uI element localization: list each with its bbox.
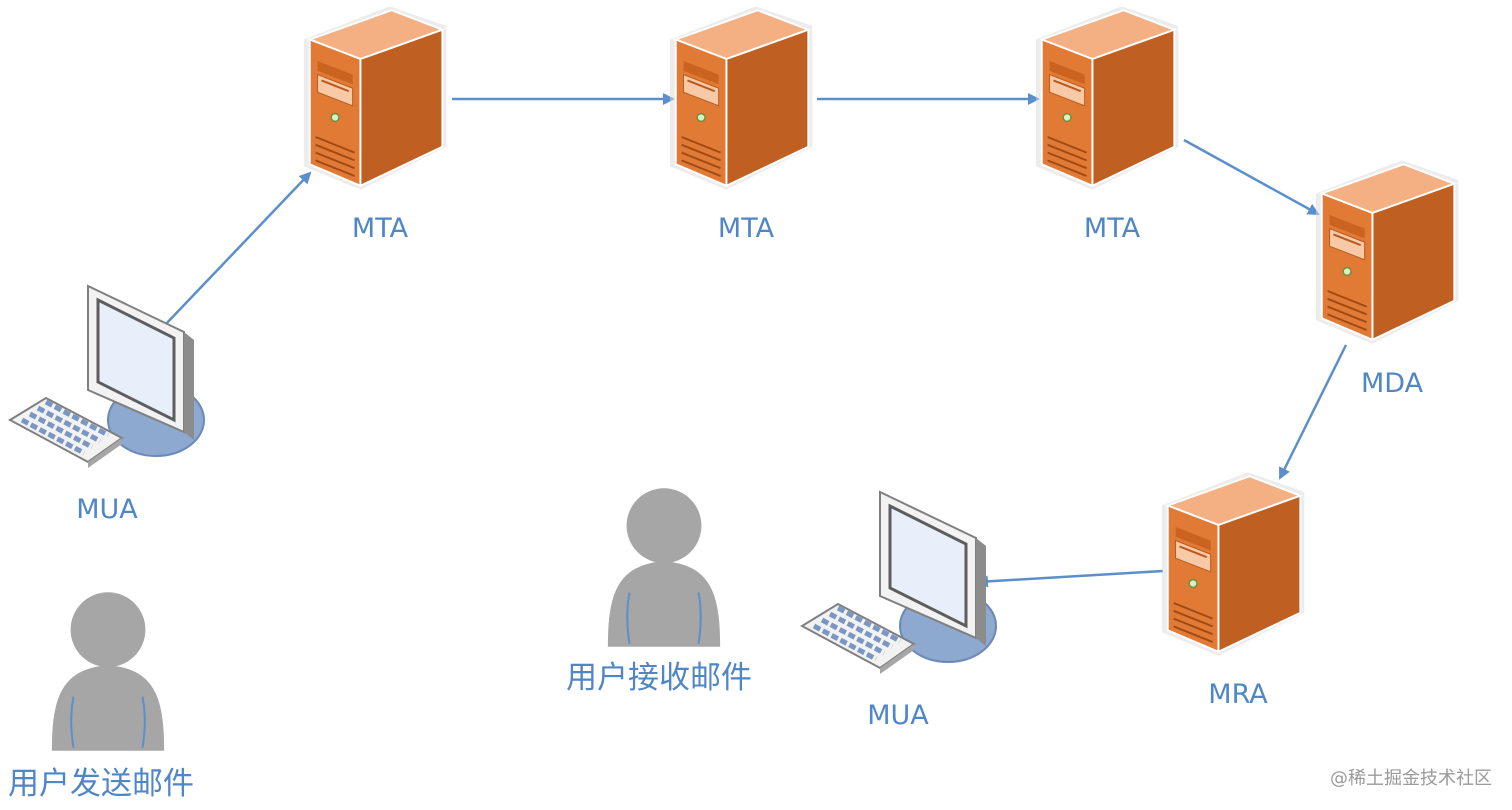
mra-server-icon (1160, 471, 1306, 657)
mda-server-icon (1314, 159, 1460, 345)
mua-receiver-computer-icon (802, 492, 996, 674)
edge-mda-to-mra (1278, 344, 1348, 480)
edge-mta-3-to-mda (1183, 138, 1320, 216)
sender-person-icon (50, 591, 166, 752)
watermark: @稀土掘金技术社区 (1330, 768, 1492, 789)
mta-2-server-icon (668, 5, 814, 191)
edges (164, 93, 1348, 588)
mta-3-label: MTA (1084, 213, 1141, 244)
mta-1-label: MTA (352, 213, 409, 244)
mua-sender-label: MUA (76, 494, 138, 525)
receiver-person-icon (606, 487, 722, 648)
edge-mra-to-mua-receiver (976, 569, 1164, 588)
mra-label: MRA (1208, 679, 1268, 710)
mta-1-server-icon (302, 5, 448, 191)
sender-person-label: 用户发送邮件 (8, 766, 194, 802)
mda-label: MDA (1361, 368, 1424, 399)
mua-receiver-label: MUA (867, 700, 929, 731)
edge-mua-sender-to-mta-1 (164, 171, 312, 326)
receiver-person-label: 用户接收邮件 (566, 660, 752, 696)
mta-2-label: MTA (718, 213, 775, 244)
mta-3-server-icon (1034, 5, 1180, 191)
